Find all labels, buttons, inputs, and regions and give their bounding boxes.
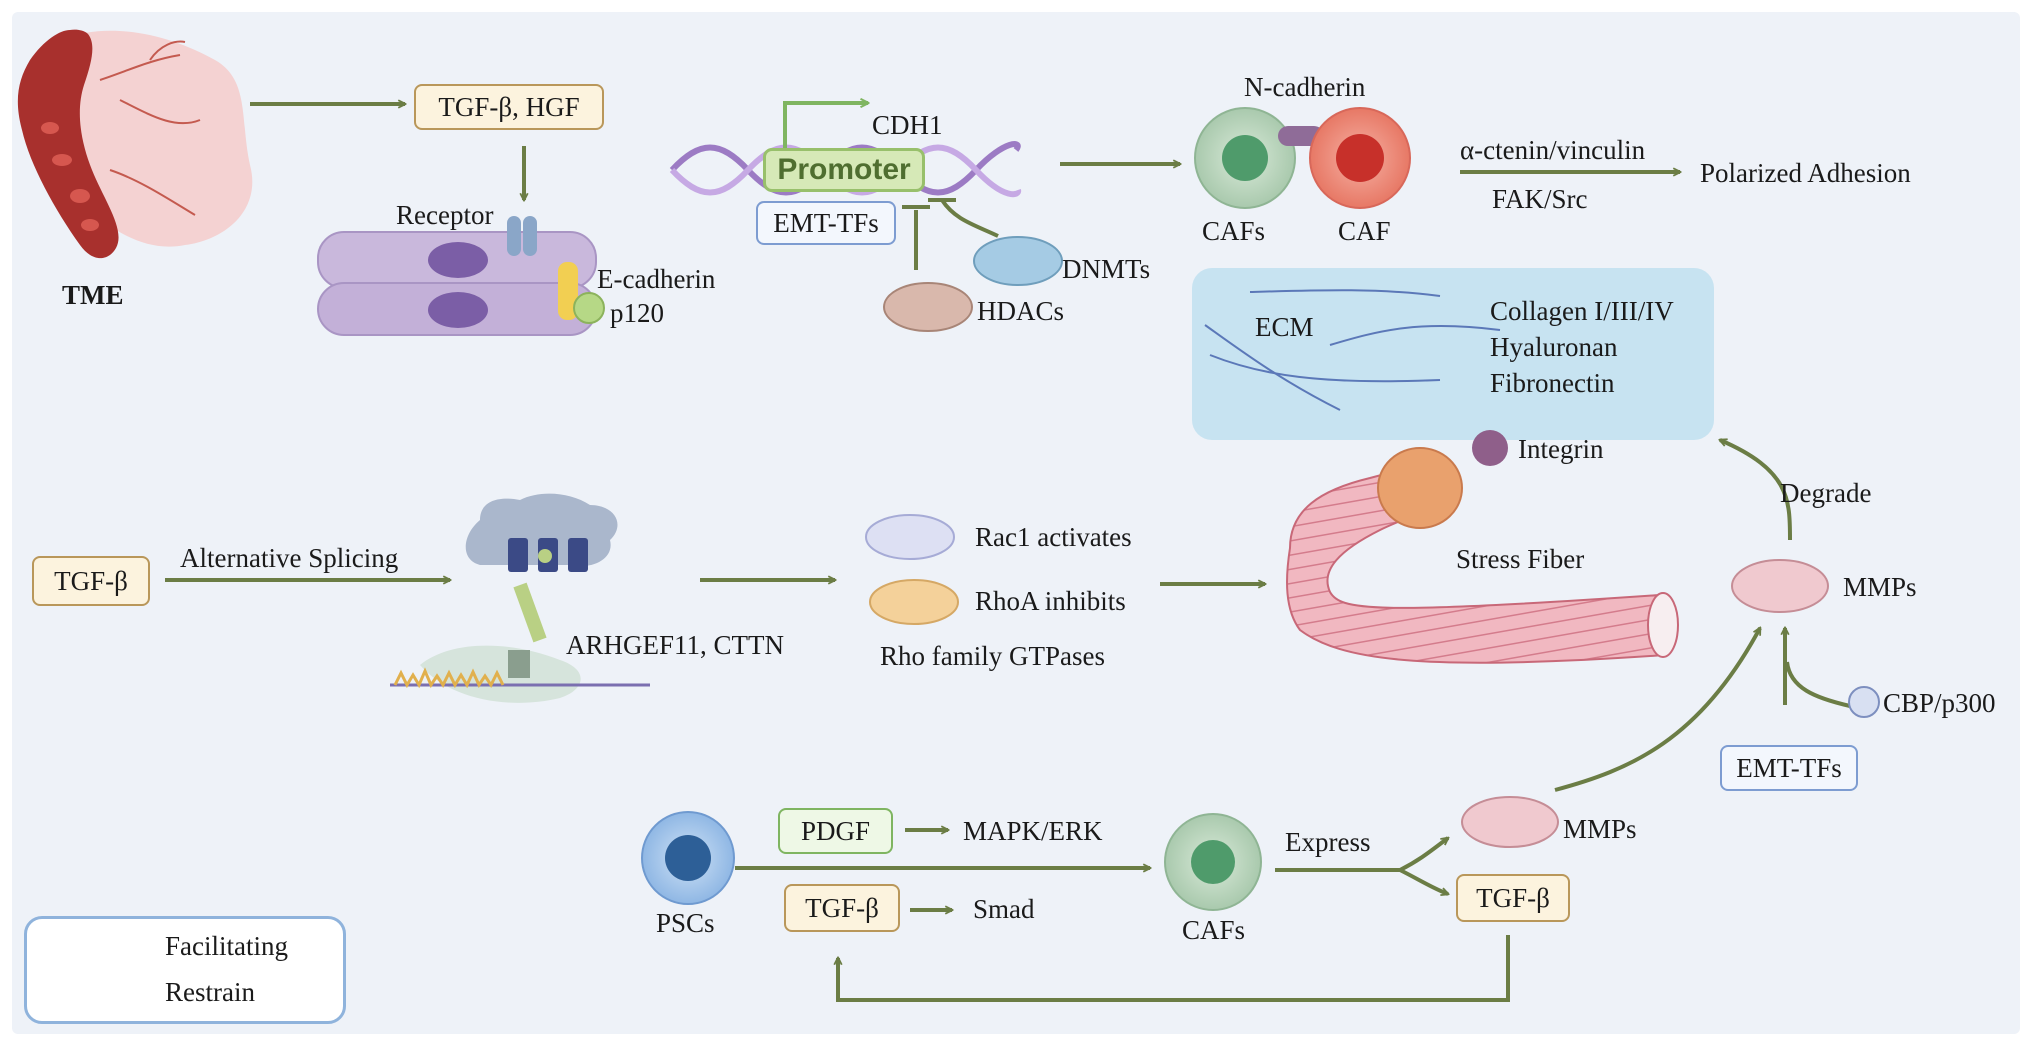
rac1-shape	[865, 514, 955, 560]
rhoa-shape	[869, 579, 959, 625]
ecm-collagen: Collagen I/III/IV	[1490, 296, 1674, 326]
hdacs-shape	[883, 282, 973, 332]
dnmts-label: DNMTs	[1062, 254, 1151, 284]
n-cadherin-label: N-cadherin	[1244, 72, 1366, 102]
alternative-splicing-label: Alternative Splicing	[180, 543, 399, 573]
emt-tfs-box-top: EMT-TFs	[756, 201, 896, 245]
hdacs-label: HDACs	[977, 296, 1065, 326]
flow-arrows	[165, 104, 1851, 1002]
legend-restrain-label: Restrain	[165, 977, 255, 1007]
caf-label: CAF	[1338, 216, 1391, 246]
arrow-feedback-tgf	[838, 935, 1510, 1002]
cbp-p300-shape	[1848, 686, 1880, 718]
legend-facilitating-label: Facilitating	[165, 931, 288, 961]
mmps-label-bottom: MMPs	[1563, 814, 1637, 844]
arrow-express-tgf	[1399, 868, 1448, 894]
tme-label: TME	[62, 280, 124, 310]
bottom-cells	[641, 796, 1559, 911]
arrow-mmps-up	[1554, 628, 1762, 792]
cafs-label-bottom: CAFs	[1182, 915, 1246, 945]
ecm-box	[1192, 268, 1714, 440]
alpha-ctenin-label: α-ctenin/vinculin	[1460, 135, 1646, 165]
mmps-shape-right	[1731, 559, 1829, 613]
promoter-box: Promoter	[763, 148, 925, 192]
cafs-label-top: CAFs	[1202, 216, 1266, 246]
stress-fiber-illustration	[1286, 447, 1679, 664]
ecm-label: ECM	[1255, 312, 1314, 342]
ecm-fibers	[1204, 289, 1501, 411]
restrain-dnmts	[940, 198, 999, 238]
pscs-label: PSCs	[656, 908, 715, 938]
fak-src-label: FAK/Src	[1492, 184, 1588, 214]
degrade-label: Degrade	[1780, 478, 1872, 508]
tgf-beta-box-middle: TGF-β	[32, 556, 150, 606]
splicing-machinery-illustration	[390, 493, 650, 703]
tgf-beta-box-bottom-right: TGF-β	[1456, 874, 1570, 922]
cdh1-label: CDH1	[872, 110, 943, 140]
ecm-hyaluronan: Hyaluronan	[1490, 332, 1618, 362]
dnmts-shape	[973, 236, 1063, 286]
connector-cbp	[1785, 661, 1851, 708]
ecm-fibronectin: Fibronectin	[1490, 368, 1615, 398]
rhoa-label: RhoA inhibits	[975, 586, 1126, 616]
integrin-shape	[1472, 430, 1508, 466]
arhgef11-cttn-label: ARHGEF11, CTTN	[566, 630, 785, 660]
receptor-label: Receptor	[396, 200, 494, 230]
stress-fiber-label: Stress Fiber	[1456, 544, 1585, 574]
express-label: Express	[1285, 827, 1371, 857]
tgf-beta-box-bottom-left: TGF-β	[784, 884, 900, 932]
cdh1-transcription-arrow	[783, 103, 868, 150]
rho-family-label: Rho family GTPases	[880, 641, 1105, 671]
tme-tissue-illustration	[17, 29, 253, 259]
tgf-hgf-box: TGF-β, HGF	[414, 84, 604, 130]
pdgf-box: PDGF	[778, 808, 893, 854]
legend-box: Facilitating Restrain	[24, 916, 346, 1024]
integrin-label: Integrin	[1518, 434, 1604, 464]
rac1-label: Rac1 activates	[975, 522, 1132, 552]
e-cadherin-label: E-cadherin	[597, 264, 716, 294]
epithelial-cells	[317, 216, 605, 336]
emt-tfs-box-bottom: EMT-TFs	[1720, 745, 1858, 791]
cbp-p300-label: CBP/p300	[1883, 688, 1996, 718]
polarized-adhesion-label: Polarized Adhesion	[1700, 158, 1911, 188]
mapk-erk-label: MAPK/ERK	[963, 816, 1103, 846]
smad-label: Smad	[973, 894, 1035, 924]
mmps-label-right: MMPs	[1843, 572, 1917, 602]
p120-label: p120	[610, 298, 664, 328]
caf-cells	[1194, 107, 1411, 209]
arrow-degrade	[1720, 438, 1792, 541]
